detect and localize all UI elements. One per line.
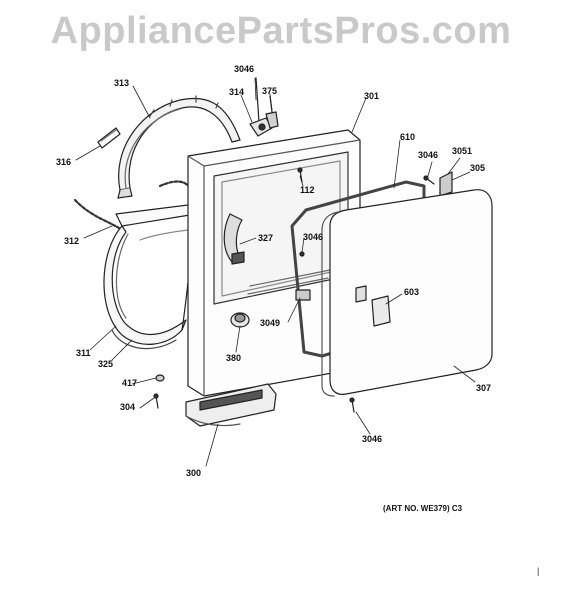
- label-312: 312: [64, 236, 80, 246]
- drum-front-ring: [117, 95, 241, 199]
- art-number: (ART NO. WE379) C3: [383, 504, 463, 513]
- nut-and-screw: [153, 374, 165, 409]
- label-307: 307: [476, 383, 492, 393]
- outer-door: [321, 189, 493, 397]
- label-327: 327: [258, 233, 274, 243]
- screw-3046-bottom: [349, 397, 355, 413]
- felt-pad: [97, 127, 121, 149]
- door-catch: [223, 213, 245, 265]
- label-417: 417: [122, 378, 138, 388]
- label-603: 603: [404, 287, 420, 297]
- label-313: 313: [114, 78, 130, 88]
- control-knob: [230, 312, 250, 328]
- watermark-logo: AppliancePartsPros.com: [50, 10, 512, 52]
- label-3051: 3051: [452, 146, 473, 156]
- label-3046-top: 3046: [234, 64, 255, 74]
- label-325: 325: [98, 359, 114, 369]
- label-112: 112: [300, 185, 315, 195]
- label-311: 311: [76, 348, 91, 358]
- lint-duct-and-seals: [73, 180, 197, 350]
- door-handle: [371, 295, 391, 327]
- leader-lines: [75, 77, 476, 467]
- label-380: 380: [226, 353, 242, 363]
- label-3046-right: 3046: [418, 150, 439, 160]
- page-mark: |: [537, 566, 540, 576]
- label-375: 375: [262, 86, 278, 96]
- screw-112: [297, 167, 303, 183]
- label-3049: 3049: [260, 318, 281, 328]
- door-switch-assembly: [249, 77, 279, 137]
- label-300: 300: [186, 468, 202, 478]
- label-610: 610: [400, 132, 416, 142]
- label-314: 314: [229, 87, 245, 97]
- label-316: 316: [56, 157, 72, 167]
- label-305: 305: [470, 163, 486, 173]
- toe-kick-panel: [185, 383, 277, 427]
- front-panel: [187, 129, 361, 397]
- label-304: 304: [120, 402, 136, 412]
- label-301: 301: [364, 91, 380, 101]
- label-3046-mid: 3046: [303, 232, 324, 242]
- label-3046-bottom: 3046: [362, 434, 383, 444]
